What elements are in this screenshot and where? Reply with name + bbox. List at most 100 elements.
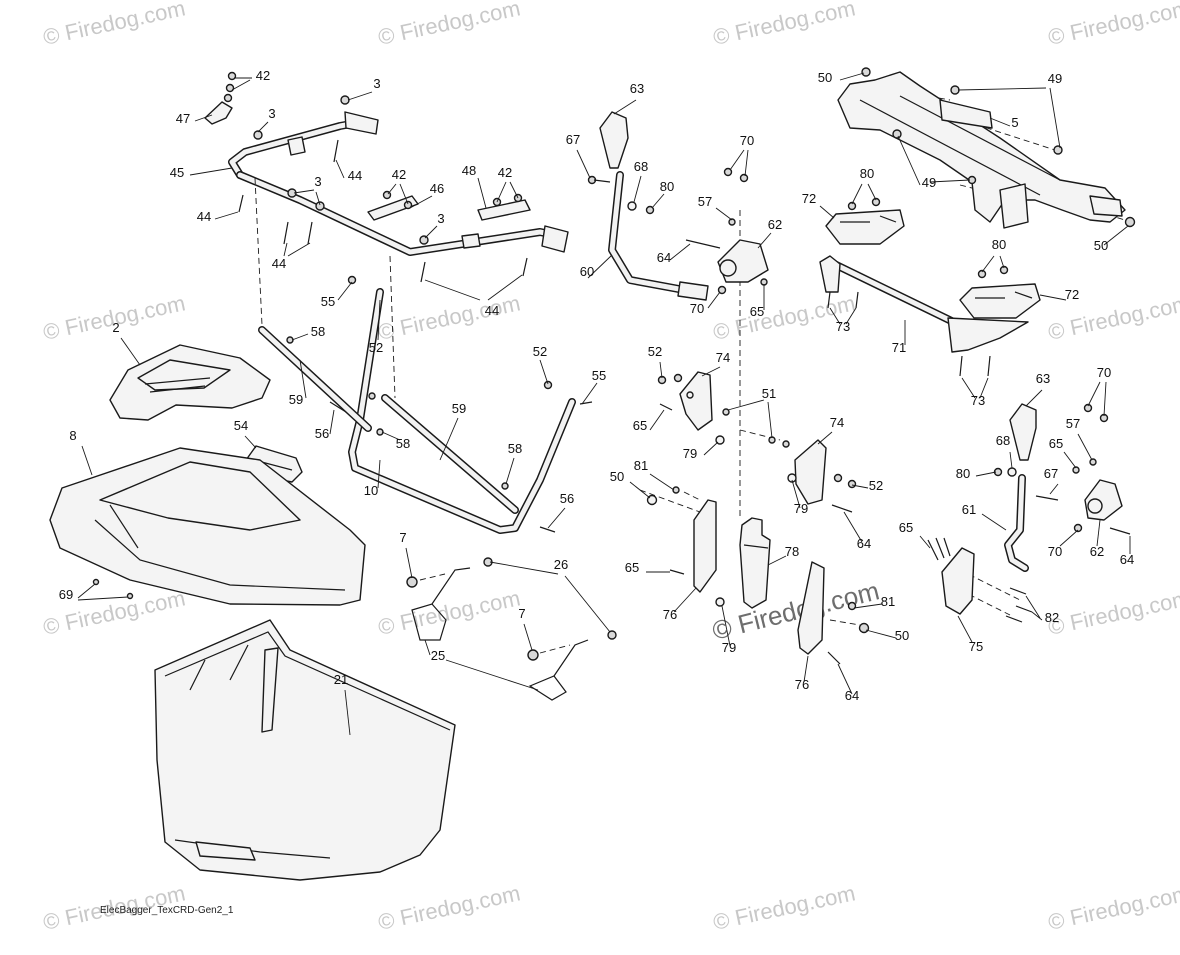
lower-frame-10 bbox=[348, 288, 576, 534]
bracket-47 bbox=[204, 101, 233, 125]
plate-74-right bbox=[794, 431, 833, 505]
callout-label: 8 bbox=[69, 428, 76, 443]
callout-label: 3 bbox=[268, 106, 275, 121]
callout-label: 2 bbox=[112, 320, 119, 335]
callout-label: 44 bbox=[348, 168, 362, 183]
callout-label: 57 bbox=[1066, 416, 1080, 431]
callout-label: 52 bbox=[648, 344, 662, 359]
callout-label: 79 bbox=[794, 501, 808, 516]
callout-label: 44 bbox=[485, 303, 499, 318]
callout-label: 3 bbox=[437, 211, 444, 226]
callout-label: 42 bbox=[392, 167, 406, 182]
strut-59-left bbox=[258, 326, 372, 432]
callout-label: 79 bbox=[722, 640, 736, 655]
callout-label: 47 bbox=[176, 111, 190, 126]
callout-label: 76 bbox=[795, 677, 809, 692]
callout-label: 62 bbox=[1090, 544, 1104, 559]
callout-label: 42 bbox=[256, 68, 270, 83]
hardware-handle-left bbox=[576, 149, 768, 310]
callout-label: 68 bbox=[996, 433, 1010, 448]
callout-label: 55 bbox=[592, 368, 606, 383]
callout-label: 46 bbox=[430, 181, 444, 196]
callout-label: 59 bbox=[289, 392, 303, 407]
callout-label: 42 bbox=[498, 165, 512, 180]
callout-label: 65 bbox=[750, 304, 764, 319]
callout-label: 67 bbox=[1044, 466, 1058, 481]
bracket-48 bbox=[477, 199, 531, 221]
rear-bracket-5 bbox=[837, 71, 1126, 229]
callout-label: 74 bbox=[716, 350, 730, 365]
callout-label: 64 bbox=[1120, 552, 1134, 567]
callout-label: 3 bbox=[314, 174, 321, 189]
callout-label: 64 bbox=[845, 688, 859, 703]
callout-label: 82 bbox=[1045, 610, 1059, 625]
callout-label: 70 bbox=[690, 301, 704, 316]
callout-label: 3 bbox=[373, 76, 380, 91]
callout-label: 10 bbox=[364, 483, 378, 498]
callout-label: 52 bbox=[533, 344, 547, 359]
lift-handle-60 bbox=[587, 99, 709, 301]
callout-label: 64 bbox=[657, 250, 671, 265]
callout-label: 70 bbox=[1097, 365, 1111, 380]
callout-label: 61 bbox=[962, 502, 976, 517]
watermark-text: © Firedog.com bbox=[376, 290, 523, 345]
callout-label: 75 bbox=[969, 639, 983, 654]
strut-59-right bbox=[381, 394, 519, 514]
callout-label: 54 bbox=[234, 418, 248, 433]
callout-label: 62 bbox=[768, 217, 782, 232]
callout-label: 7 bbox=[399, 530, 406, 545]
hardware-clamps bbox=[827, 183, 1009, 399]
callout-label: 51 bbox=[762, 386, 776, 401]
clamp-72-left bbox=[819, 205, 905, 245]
clamp-72-right bbox=[959, 283, 1067, 319]
plate-75 bbox=[919, 535, 975, 643]
callout-label: 70 bbox=[1048, 544, 1062, 559]
hardware-rear-5 bbox=[839, 67, 1136, 246]
callout-label: 5 bbox=[1011, 115, 1018, 130]
callout-label: 58 bbox=[396, 436, 410, 451]
hardware-plates bbox=[629, 361, 897, 695]
leader-lines-middle bbox=[291, 281, 598, 529]
top-cover-2 bbox=[109, 337, 271, 421]
plate-76-right bbox=[797, 561, 825, 683]
callout-label: 71 bbox=[892, 340, 906, 355]
watermark-text: © Firedog.com bbox=[711, 290, 858, 345]
callout-label: 49 bbox=[1048, 71, 1062, 86]
fasteners-7-26 bbox=[405, 547, 617, 661]
callout-label: 73 bbox=[836, 319, 850, 334]
callout-label: 68 bbox=[634, 159, 648, 174]
callout-label: 81 bbox=[634, 458, 648, 473]
callout-label: 80 bbox=[956, 466, 970, 481]
callout-label: 70 bbox=[740, 133, 754, 148]
leader-lines-left bbox=[189, 77, 523, 301]
callout-label: 67 bbox=[566, 132, 580, 147]
callout-label: 49 bbox=[922, 175, 936, 190]
callout-label: 58 bbox=[311, 324, 325, 339]
hardware-right-handle bbox=[975, 381, 1131, 554]
watermark-text: © Firedog.com bbox=[41, 290, 188, 345]
callout-label: 21 bbox=[334, 672, 348, 687]
callout-label: 50 bbox=[895, 628, 909, 643]
watermark-text: © Firedog.com bbox=[711, 0, 858, 50]
callout-label: 57 bbox=[698, 194, 712, 209]
plate-76-left bbox=[673, 499, 717, 613]
drawing-code: ElecBagger_TexCRD-Gen2_1 bbox=[100, 905, 234, 916]
cross-tube-71 bbox=[819, 255, 1029, 353]
latch-25 bbox=[411, 567, 589, 701]
grass-bag-21 bbox=[154, 619, 456, 881]
callout-label: 55 bbox=[321, 294, 335, 309]
callout-label: 74 bbox=[830, 415, 844, 430]
center-watermark-text: © Firedog.com bbox=[709, 575, 882, 645]
watermark-text: © Firedog.com bbox=[1046, 585, 1180, 640]
callout-label: 44 bbox=[197, 209, 211, 224]
callout-label: 81 bbox=[881, 594, 895, 609]
callout-label: 60 bbox=[580, 264, 594, 279]
callout-label: 59 bbox=[452, 401, 466, 416]
lid-8 bbox=[49, 445, 366, 606]
callout-label: 65 bbox=[633, 418, 647, 433]
callout-label: 63 bbox=[630, 81, 644, 96]
callout-label: 65 bbox=[625, 560, 639, 575]
